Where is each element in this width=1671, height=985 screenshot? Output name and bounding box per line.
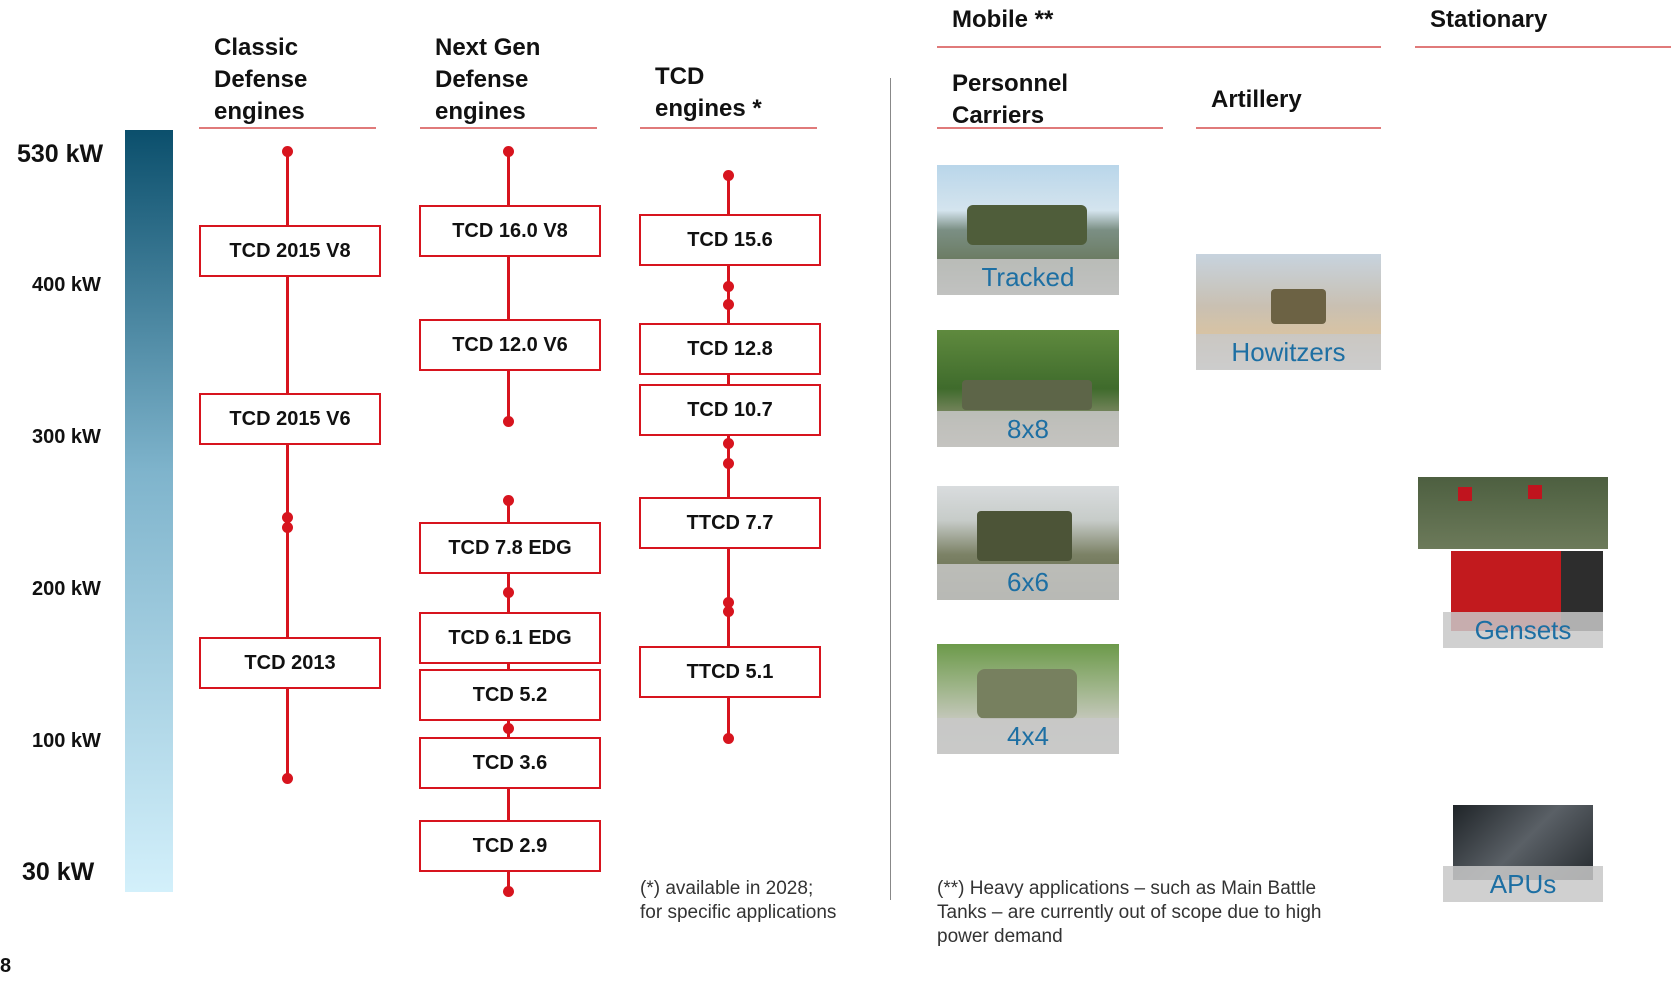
nextgen-dot	[503, 495, 514, 506]
photo-field-hospital	[1418, 477, 1608, 549]
red-cross-marker	[1458, 487, 1472, 501]
note-mobile-line3: power demand	[937, 926, 1063, 947]
header-tcd-rule	[640, 127, 817, 129]
header-tcd: TCD engines *	[655, 61, 762, 125]
header-personnel: Personnel Carriers	[952, 68, 1068, 132]
classic-timeline	[286, 151, 289, 779]
red-cross-marker	[1528, 485, 1542, 499]
engine-box-tcd-2013: TCD 2013	[199, 637, 381, 689]
caption-tracked: Tracked	[937, 259, 1119, 295]
header-personnel-rule	[937, 127, 1163, 129]
tcd-dot	[723, 299, 734, 310]
power-label-100: 100 kW	[32, 730, 101, 752]
power-label-400: 400 kW	[32, 274, 101, 296]
nextgen-dot	[503, 146, 514, 157]
header-mobile: Mobile **	[952, 6, 1054, 33]
photo-6x6: 6x6	[937, 486, 1119, 600]
caption-6x6: 6x6	[937, 564, 1119, 600]
tcd-dot	[723, 170, 734, 181]
classic-dot	[282, 512, 293, 523]
header-nextgen-line1: Next Gen	[435, 34, 541, 61]
header-nextgen-line3: engines	[435, 98, 526, 125]
caption-8x8: 8x8	[937, 411, 1119, 447]
header-classic-line3: engines	[214, 98, 305, 125]
header-classic-line1: Classic	[214, 34, 299, 61]
tracked-vehicle-shape	[967, 205, 1087, 245]
engine-box-tcd-16-0-v8: TCD 16.0 V8	[419, 205, 601, 257]
tcd-dot	[723, 597, 734, 608]
engine-box-tcd-3-6: TCD 3.6	[419, 737, 601, 789]
nextgen-timeline-upper	[507, 151, 510, 422]
header-artillery: Artillery	[1211, 86, 1302, 113]
nextgen-dot	[503, 416, 514, 427]
header-nextgen: Next Gen Defense engines	[435, 32, 540, 128]
photo-tracked: Tracked	[937, 165, 1119, 295]
header-tcd-line2: engines *	[655, 95, 762, 122]
tcd-timeline	[727, 176, 730, 739]
howitzer-shape	[1271, 289, 1326, 324]
engine-box-ttcd-5-1: TTCD 5.1	[639, 646, 821, 698]
note-tcd-line2: for specific applications	[640, 902, 837, 923]
photo-8x8: 8x8	[937, 330, 1119, 447]
engine-box-tcd-15-6: TCD 15.6	[639, 214, 821, 266]
engine-box-tcd-2015-v8: TCD 2015 V8	[199, 225, 381, 277]
power-label-200: 200 kW	[32, 578, 101, 600]
page-number: 8	[0, 955, 12, 977]
nextgen-dot	[503, 723, 514, 734]
note-mobile-line2: Tanks – are currently out of scope due t…	[937, 902, 1322, 923]
note-tcd-line1: (*) available in 2028;	[640, 878, 814, 899]
classic-dot	[282, 146, 293, 157]
note-mobile-line1: (**) Heavy applications – such as Main B…	[937, 878, 1317, 899]
photo-howitzers: Howitzers	[1196, 254, 1381, 370]
8x8-vehicle-shape	[962, 380, 1092, 410]
power-label-30: 30 kW	[22, 858, 95, 886]
nextgen-dot	[503, 587, 514, 598]
tcd-dot	[723, 281, 734, 292]
engine-box-tcd-2015-v6: TCD 2015 V6	[199, 393, 381, 445]
header-nextgen-rule	[420, 127, 597, 129]
engine-box-tcd-2-9: TCD 2.9	[419, 820, 601, 872]
photo-4x4: 4x4	[937, 644, 1119, 754]
header-tcd-line1: TCD	[655, 63, 705, 90]
6x6-vehicle-shape	[977, 511, 1072, 561]
photo-gensets: Gensets	[1443, 551, 1603, 648]
tcd-dot	[723, 733, 734, 744]
engine-box-ttcd-7-7: TTCD 7.7	[639, 497, 821, 549]
4x4-vehicle-shape	[977, 669, 1077, 719]
photo-apus: APUs	[1443, 805, 1603, 902]
tcd-dot	[723, 438, 734, 449]
engine-box-tcd-10-7: TCD 10.7	[639, 384, 821, 436]
header-artillery-rule	[1196, 127, 1381, 129]
engine-box-tcd-12-0-v6: TCD 12.0 V6	[419, 319, 601, 371]
header-nextgen-line2: Defense	[435, 66, 529, 93]
engine-box-tcd-7-8-edg: TCD 7.8 EDG	[419, 522, 601, 574]
header-classic-line2: Defense	[214, 66, 308, 93]
engine-box-tcd-6-1-edg: TCD 6.1 EDG	[419, 612, 601, 664]
header-personnel-line1: Personnel	[952, 70, 1069, 97]
header-mobile-rule	[937, 46, 1381, 48]
caption-howitzers: Howitzers	[1196, 334, 1381, 370]
classic-dot	[282, 522, 293, 533]
nextgen-dot	[503, 886, 514, 897]
header-stationary-rule	[1415, 46, 1671, 48]
caption-apus: APUs	[1443, 866, 1603, 902]
header-personnel-line2: Carriers	[952, 102, 1045, 129]
tcd-dot	[723, 606, 734, 617]
power-label-530: 530 kW	[17, 140, 104, 168]
note-tcd: (*) available in 2028; for specific appl…	[640, 877, 836, 925]
header-classic-rule	[199, 127, 376, 129]
power-gradient-bar	[125, 130, 173, 892]
header-stationary: Stationary	[1430, 6, 1548, 33]
section-divider	[890, 78, 891, 900]
caption-gensets: Gensets	[1443, 612, 1603, 648]
header-classic: Classic Defense engines	[214, 32, 307, 128]
engine-box-tcd-12-8: TCD 12.8	[639, 323, 821, 375]
engine-box-tcd-5-2: TCD 5.2	[419, 669, 601, 721]
classic-dot	[282, 773, 293, 784]
tcd-dot	[723, 458, 734, 469]
note-mobile: (**) Heavy applications – such as Main B…	[937, 877, 1321, 949]
power-label-300: 300 kW	[32, 426, 101, 448]
caption-4x4: 4x4	[937, 718, 1119, 754]
